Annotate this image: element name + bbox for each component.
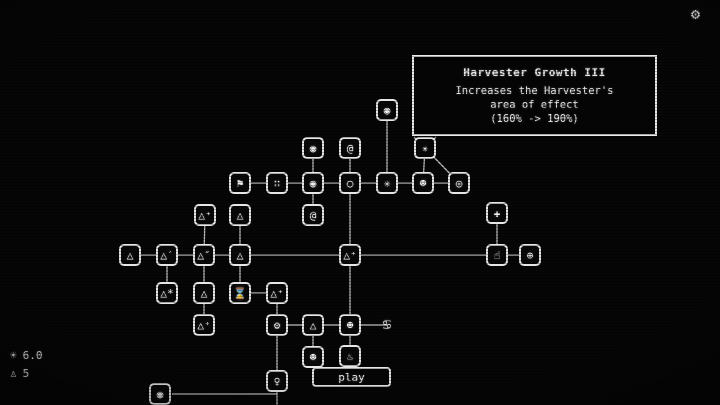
creature-a-icon: ☻ [346,318,354,332]
skill-node-orb-top[interactable]: ◉ [376,99,398,121]
resource-energy: ☀ 6.0 [10,349,43,362]
resource-souls-value: 5 [22,367,30,380]
skill-node-tower-b[interactable]: △ [119,244,141,266]
skill-node-harvester-growth-3[interactable]: ✴ [414,137,436,159]
tooltip: Harvester Growth III Increases the Harve… [412,55,657,136]
key-node-icon: ♀ [273,374,281,388]
burst-icon: ✳ [383,176,391,190]
skill-node-unit[interactable]: ☻ [412,172,434,194]
skill-node-spiral-lower[interactable]: @ [302,204,324,226]
banner-icon: ⚑ [236,176,244,190]
skill-node-tower-plus-c[interactable]: △⁺ [193,314,215,336]
clipped-node-icon: ◉ [156,387,164,401]
skill-node-tower-f[interactable]: △* [156,282,178,304]
unit-icon: ☻ [419,176,427,190]
tower-plus-c-icon: △⁺ [197,318,211,332]
skill-node-orb[interactable]: ◉ [302,137,324,159]
gear-node-icon: ⚙ [273,318,281,332]
skill-node-tower-plus-b[interactable]: △⁺ [266,282,288,304]
settings-gear-icon[interactable]: ⚙ [690,5,700,23]
harvester-growth-3-icon: ✴ [421,141,429,155]
skill-node-banner[interactable]: ⚑ [229,172,251,194]
tower-plus-a-icon: △⁺ [198,208,212,222]
tower-f-icon: △* [160,286,174,300]
resource-counters: ☀ 6.0 ♙ 5 [10,349,43,380]
skill-node-tower-plus-center[interactable]: △⁺ [339,244,361,266]
skill-node-spiral-upper[interactable]: @ [339,137,361,159]
tower-h-icon: △ [309,318,317,332]
hand-icon: ☝ [493,248,501,262]
orb-icon: ◉ [309,141,317,155]
skill-node-crab[interactable]: ♋ [376,314,398,336]
skill-node-gear-node[interactable]: ⚙ [266,314,288,336]
tower-a-icon: △ [236,208,244,222]
skill-node-tower-h[interactable]: △ [302,314,324,336]
skill-node-lamp[interactable]: ♨ [339,345,361,367]
skill-node-tower-e[interactable]: △ [229,244,251,266]
tower-plus-center-icon: △⁺ [343,248,357,262]
resource-souls: ♙ 5 [10,367,43,380]
hourglass-icon: ⌛ [233,286,247,300]
tower-d-icon: △″ [197,248,211,262]
skill-node-dots[interactable]: ∷ [266,172,288,194]
ring-icon: ◎ [455,176,463,190]
skill-node-tower-a[interactable]: △ [229,204,251,226]
skill-node-creature-b[interactable]: ☻ [302,346,324,368]
skill-node-clipped-node[interactable]: ◉ [149,383,171,405]
skill-node-gear-plus[interactable]: ⊕ [519,244,541,266]
tower-plus-b-icon: △⁺ [270,286,284,300]
target-icon: ◉ [309,176,317,190]
tower-b-icon: △ [126,248,134,262]
skill-node-tower-g[interactable]: △ [193,282,215,304]
tooltip-title: Harvester Growth III [463,65,606,79]
plus-small-icon: ✚ [493,206,501,220]
tower-e-icon: △ [236,248,244,262]
skill-node-tower-c[interactable]: △′ [156,244,178,266]
crab-icon: ♋ [382,317,392,333]
sun-icon: ☀ [10,349,17,362]
skill-node-hourglass[interactable]: ⌛ [229,282,251,304]
tooltip-line-2: area of effect [490,98,579,111]
spiral-upper-icon: @ [346,141,354,155]
resource-energy-value: 6.0 [22,349,43,362]
skill-node-burst[interactable]: ✳ [376,172,398,194]
tower-c-icon: △′ [160,248,174,262]
skill-node-target[interactable]: ◉ [302,172,324,194]
circle-icon: ○ [346,176,354,190]
ghost-icon: ♙ [10,367,17,380]
lamp-icon: ♨ [346,349,354,363]
skill-node-key-node[interactable]: ♀ [266,370,288,392]
creature-b-icon: ☻ [309,350,317,364]
skill-node-plus-small[interactable]: ✚ [486,202,508,224]
tooltip-line-1: Increases the Harvester's [455,84,614,97]
play-button[interactable]: play [312,367,391,387]
orb-top-icon: ◉ [383,103,391,117]
dots-icon: ∷ [273,176,281,190]
skill-node-circle[interactable]: ○ [339,172,361,194]
skill-node-tower-d[interactable]: △″ [193,244,215,266]
skill-node-ring[interactable]: ◎ [448,172,470,194]
gear-plus-icon: ⊕ [526,248,534,262]
skill-node-hand[interactable]: ☝ [486,244,508,266]
tower-g-icon: △ [200,286,208,300]
skill-node-tower-plus-a[interactable]: △⁺ [194,204,216,226]
spiral-lower-icon: @ [309,208,317,222]
tooltip-line-3: (160% -> 190%) [490,112,579,125]
skill-node-creature-a[interactable]: ☻ [339,314,361,336]
